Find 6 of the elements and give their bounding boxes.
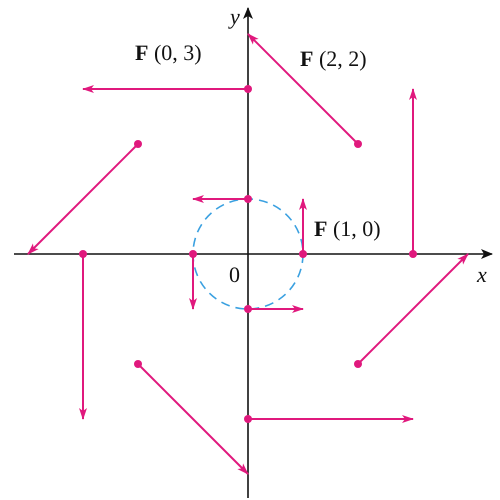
- axis-label: y: [230, 6, 240, 28]
- vector-label: F (2, 2): [300, 48, 367, 70]
- axis-label: x: [477, 264, 487, 286]
- vector-label: F (0, 3): [135, 42, 202, 64]
- origin-label: 0: [229, 264, 240, 286]
- vector-label: F (1, 0): [314, 218, 381, 240]
